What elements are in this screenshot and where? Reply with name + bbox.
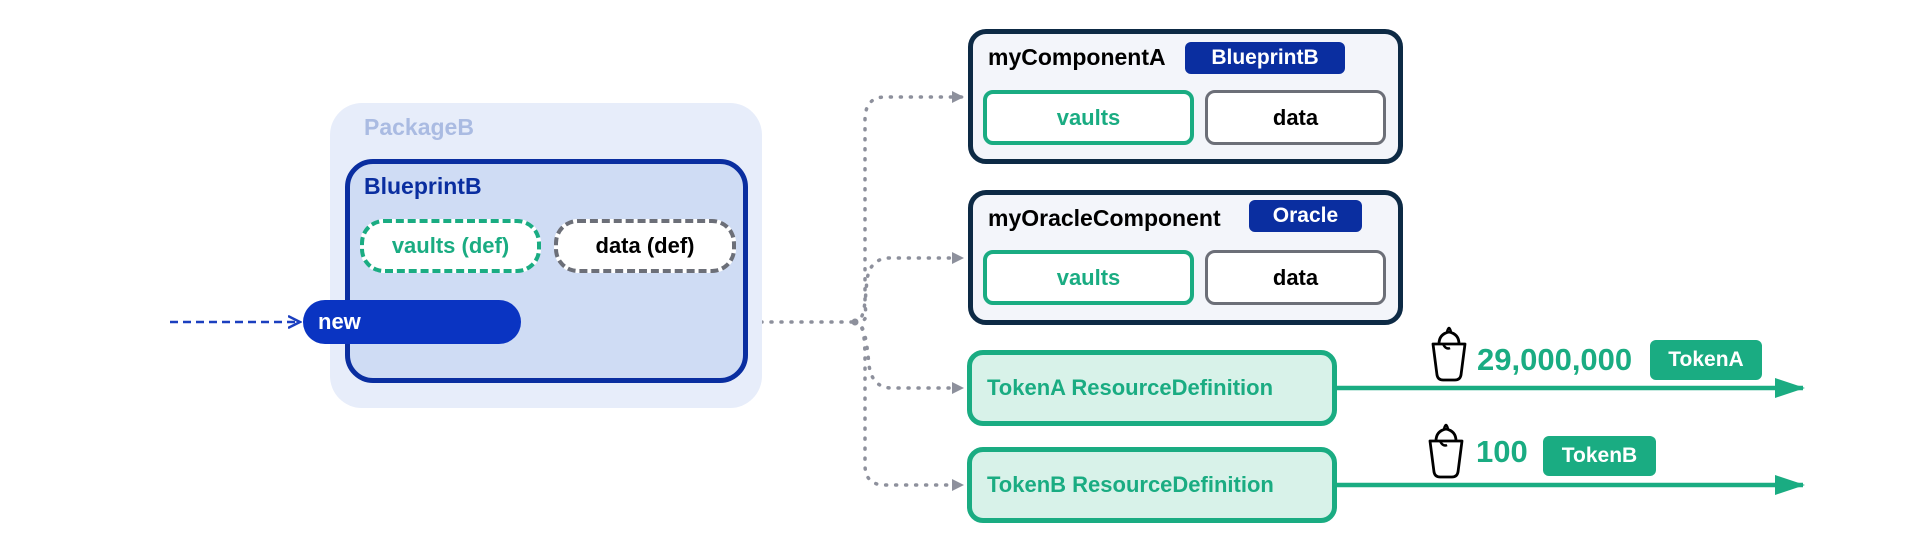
tokena-resource-definition: TokenA ResourceDefinition <box>967 350 1337 426</box>
vaults-def-pill: vaults (def) <box>360 219 541 273</box>
tokena-amount: 29,000,000 <box>1477 342 1633 377</box>
oracle-component-data: data <box>1205 250 1386 305</box>
oracle-component-name: myOracleComponent <box>988 205 1221 231</box>
oracle-component-blueprint-badge: Oracle <box>1249 200 1362 232</box>
component-a-data: data <box>1205 90 1386 145</box>
tokenb-resource-label: TokenB ResourceDefinition <box>987 472 1274 497</box>
branch-to-oracle-component <box>853 252 964 324</box>
data-def-pill: data (def) <box>554 219 736 273</box>
branch-to-tokenb-resource <box>853 320 964 491</box>
tokena-resource-label: TokenA ResourceDefinition <box>987 375 1274 400</box>
branch-to-tokena-resource <box>853 320 964 394</box>
tokenb-badge: TokenB <box>1543 436 1656 476</box>
bucket-icon <box>1431 326 1467 382</box>
blueprint-label: BlueprintB <box>364 173 482 199</box>
new-function-pill[interactable]: new <box>303 300 521 344</box>
tokena-badge: TokenA <box>1650 340 1762 380</box>
new-function-label: new <box>318 309 361 334</box>
component-a-name: myComponentA <box>988 44 1166 70</box>
tokenb-resource-definition: TokenB ResourceDefinition <box>967 447 1337 523</box>
branch-to-component-a <box>853 91 964 324</box>
component-a-blueprint-badge: BlueprintB <box>1185 42 1345 74</box>
oracle-component-vaults: vaults <box>983 250 1194 305</box>
component-a-vaults: vaults <box>983 90 1194 145</box>
package-label: PackageB <box>364 114 474 140</box>
tokenb-amount: 100 <box>1476 434 1528 469</box>
bucket-icon <box>1428 423 1464 479</box>
